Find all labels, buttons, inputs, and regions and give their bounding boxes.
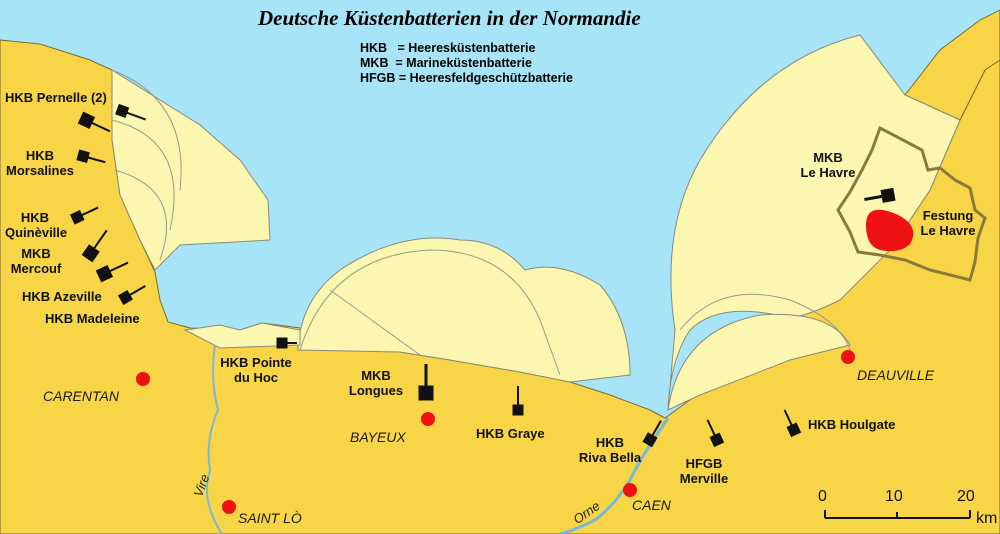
label-line: Mercouf <box>10 261 62 276</box>
label-line: du Hoc <box>233 370 279 385</box>
scale-bar <box>824 510 971 519</box>
map-title: Deutsche Küstenbatterien in der Normandi… <box>258 6 641 30</box>
gun-icon <box>864 187 896 203</box>
label-houlgate: HKB Houlgate <box>808 417 896 432</box>
town-dot-carentan <box>136 372 150 386</box>
range-areas <box>111 34 961 411</box>
legend-hkb: HKB = Heeresküstenbatterie <box>360 41 536 55</box>
scale-label-20: 20 <box>957 488 975 505</box>
gun-icon <box>706 419 725 448</box>
gun-icon <box>76 149 106 164</box>
label-line: HKB Pointe <box>220 355 292 370</box>
river-vire <box>205 344 223 534</box>
land-north-east <box>904 9 1000 121</box>
town-carentan: CARENTAN <box>43 388 119 404</box>
label-madeleine: HKB Madeleine <box>45 311 140 326</box>
gun-icon <box>77 111 111 133</box>
town-dot-deauville <box>841 350 855 364</box>
label-pernelle: HKB Pernelle (2) <box>5 90 107 105</box>
gun-icon <box>642 420 662 448</box>
label-line: Merville <box>679 471 729 486</box>
town-dot-bayeux <box>421 412 435 426</box>
town-dots <box>136 350 855 514</box>
town-saintlo: SAINT LÒ <box>238 510 302 526</box>
fortress-le-havre <box>836 125 987 282</box>
town-bayeux: BAYEUX <box>350 429 406 445</box>
label-line: Le Havre <box>800 165 856 180</box>
label-line: MKB <box>361 368 391 383</box>
label-line: Festung <box>922 208 974 223</box>
gun-icon <box>81 229 108 263</box>
legend-hfgb: HFGB = Heeresfeldgeschützbatterie <box>360 71 573 85</box>
label-line: HKB <box>595 435 625 450</box>
festung-area <box>866 209 914 252</box>
town-dot-caen <box>623 483 637 497</box>
gun-icon <box>276 337 297 349</box>
gun-icon <box>95 261 129 283</box>
gun-icons <box>69 103 896 448</box>
gun-icon <box>512 386 524 416</box>
gun-icon <box>115 103 147 121</box>
gun-icon <box>117 285 146 306</box>
label-graye: HKB Graye <box>476 426 545 441</box>
label-line: Riva Bella <box>578 450 642 465</box>
river-orne <box>559 417 670 534</box>
label-line: HKB <box>25 148 55 163</box>
gun-icon <box>69 206 99 225</box>
scale-unit: km <box>976 510 998 527</box>
label-line: Longues <box>348 383 404 398</box>
town-dot-saintlo <box>222 500 236 514</box>
label-line: HFGB <box>685 456 723 471</box>
range-arcs <box>111 69 891 376</box>
scale-label-0: 0 <box>818 488 827 505</box>
legend-mkb: MKB = Marineküstenbatterie <box>360 56 532 70</box>
label-line: Morsalines <box>6 163 74 178</box>
label-line: Le Havre <box>920 223 976 238</box>
label-line: MKB <box>21 246 51 261</box>
town-caen: CAEN <box>632 497 671 513</box>
legend: HKB = Heeresküstenbatterie MKB = Marinek… <box>360 41 573 86</box>
label-line: HKB <box>20 210 50 225</box>
scale-label-10: 10 <box>885 488 903 505</box>
gun-icon <box>783 409 802 438</box>
label-line: MKB <box>813 150 843 165</box>
label-line: Quinèville <box>5 225 68 240</box>
label-azeville: HKB Azeville <box>22 289 102 304</box>
gun-icon <box>418 364 434 401</box>
town-deauville: DEAUVILLE <box>857 367 935 383</box>
